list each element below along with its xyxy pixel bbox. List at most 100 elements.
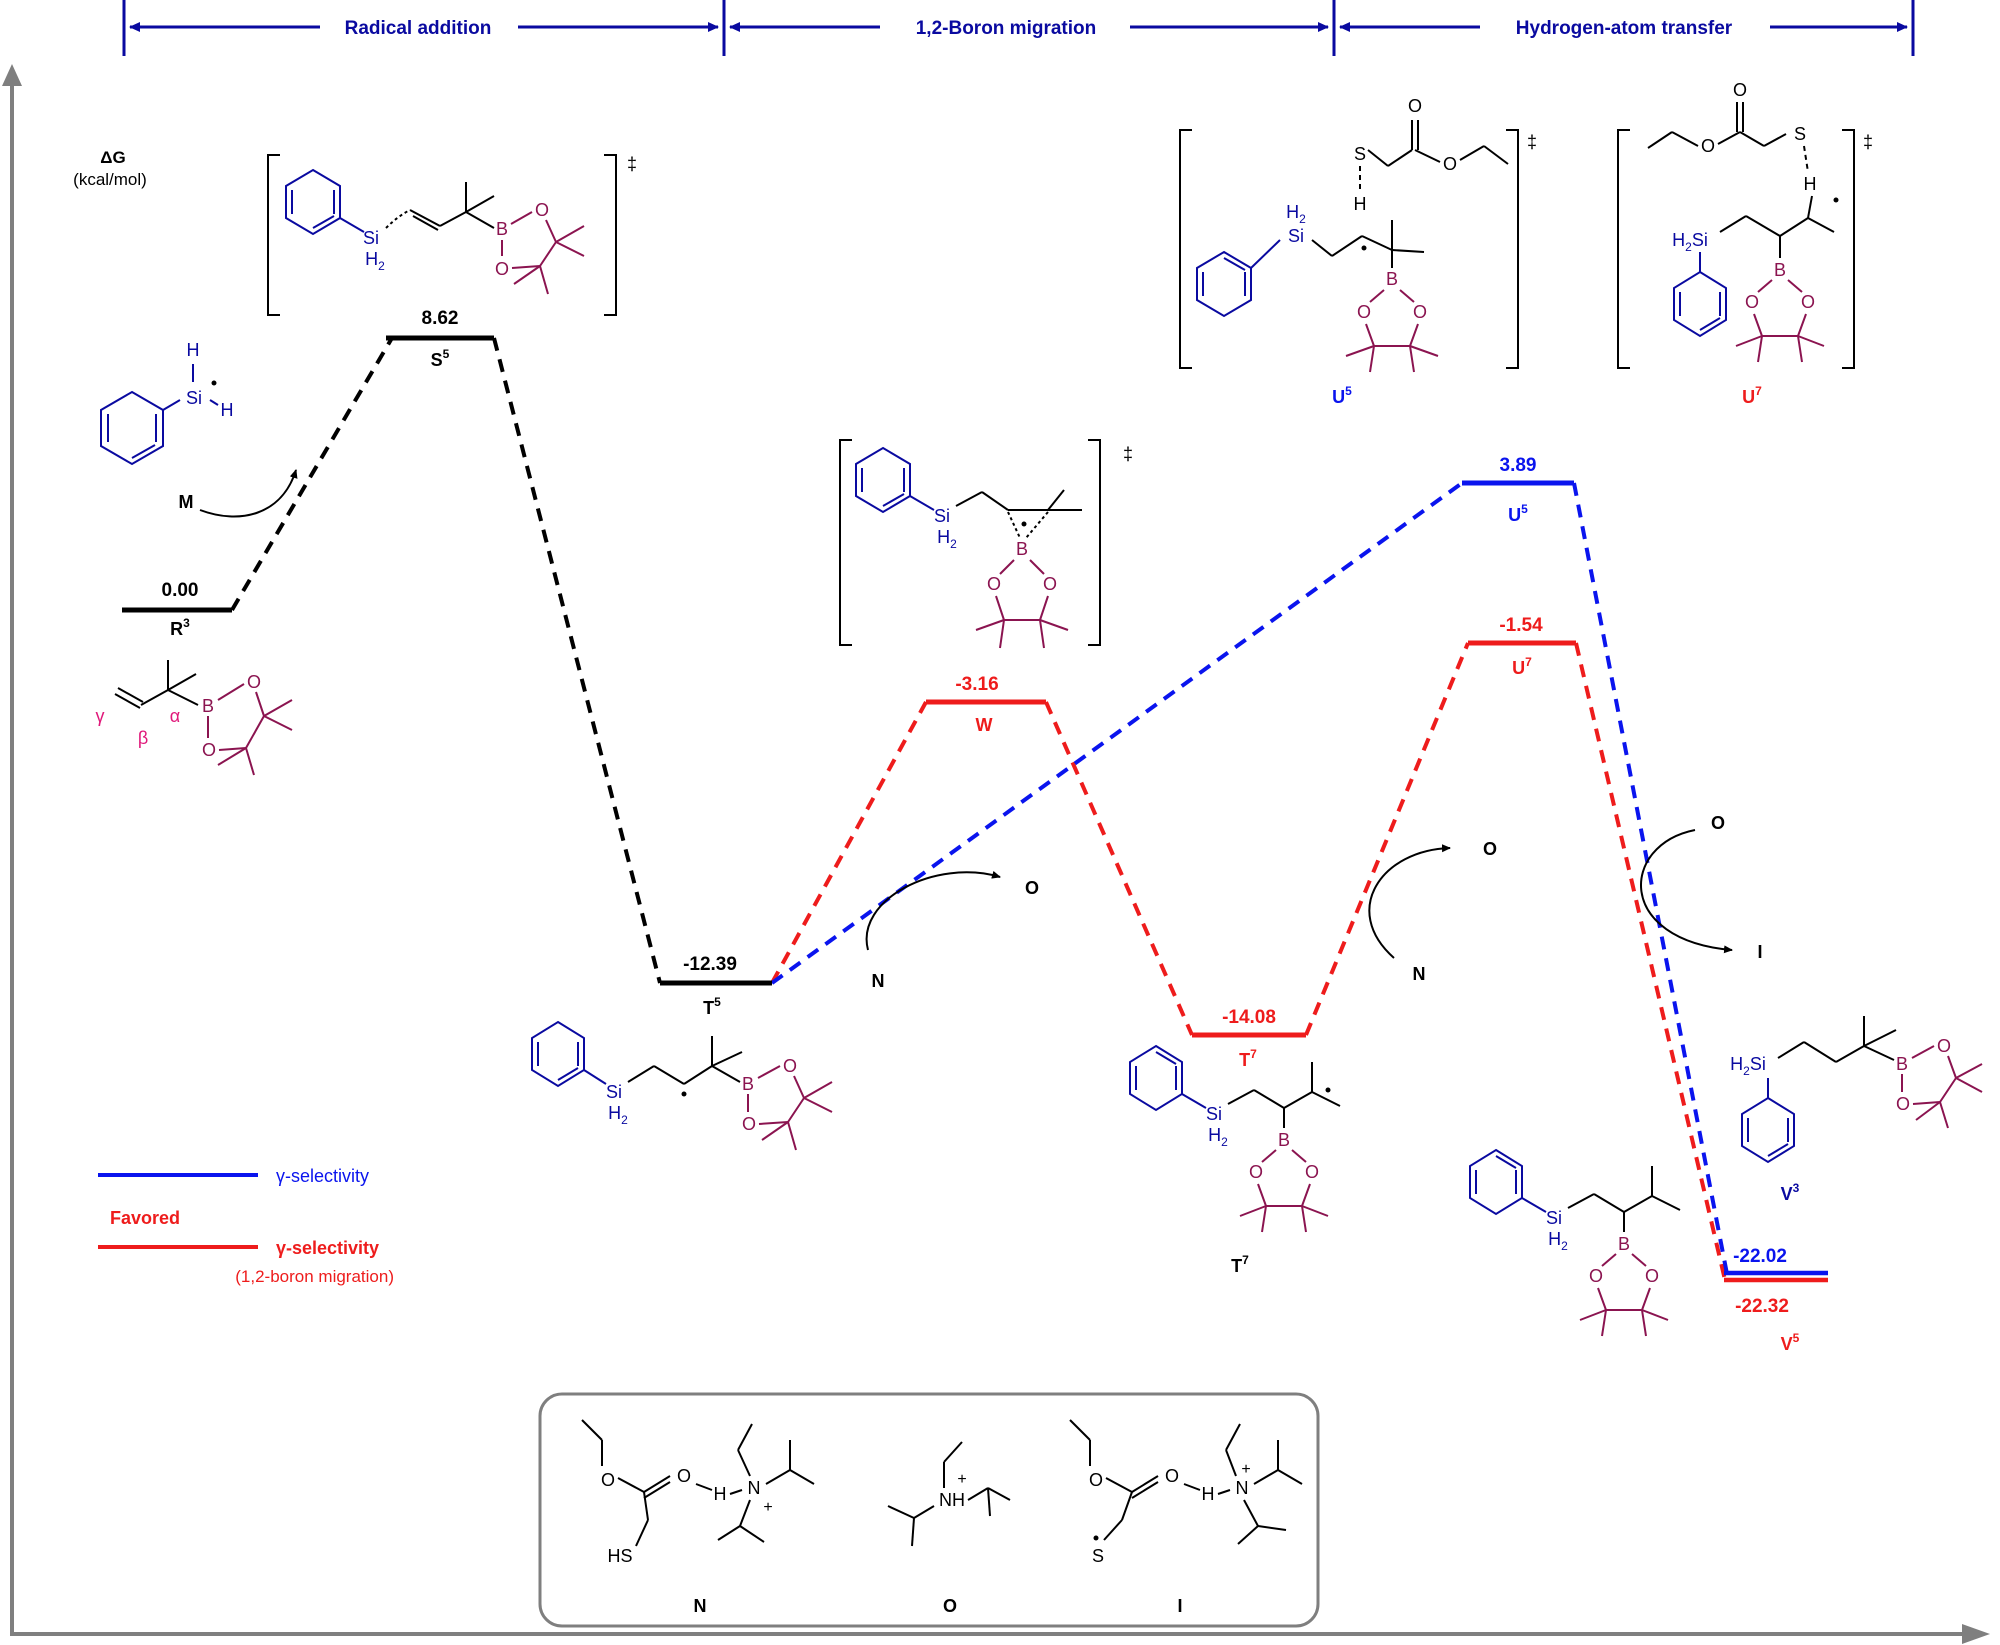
atom-h: H — [221, 400, 234, 420]
inset-label-i: I — [1177, 1596, 1182, 1616]
svg-text:T7: T7 — [1231, 1253, 1249, 1276]
atom-s: S — [1794, 124, 1806, 144]
level-s5-sup: 5 — [443, 347, 450, 361]
species-arrows: M N O N O O I — [179, 469, 1763, 991]
atom-n: N — [748, 1478, 761, 1498]
atom-o: O — [202, 740, 216, 760]
atom-si: Si — [1692, 230, 1708, 250]
species-i: I — [1757, 942, 1762, 962]
species-m: M — [179, 492, 194, 512]
svg-text:R3: R3 — [170, 616, 190, 639]
level-u7-sup: 7 — [1525, 655, 1532, 669]
structure-s5-ts: ‡ Si H2 B O O — [267, 154, 637, 316]
level-s5-value: 8.62 — [422, 308, 459, 329]
svg-text:U7: U7 — [1512, 655, 1532, 678]
atom-h2: H — [1672, 230, 1685, 250]
structure-silyl-radical: Si H H — [100, 340, 234, 466]
connector-lines — [230, 336, 1729, 1281]
level-u7-value: -1.54 — [1499, 615, 1543, 636]
atom-sub2: 2 — [1685, 240, 1692, 254]
atom-si: Si — [1288, 226, 1304, 246]
y-axis-arrowhead — [2, 64, 22, 86]
level-t5-sup: 5 — [714, 995, 721, 1009]
structure-u5-label: U — [1332, 387, 1345, 407]
svg-text:T5: T5 — [703, 995, 721, 1018]
species-n-1: N — [872, 971, 885, 991]
label-beta: β — [138, 728, 148, 748]
structure-u5-sup: 5 — [1345, 384, 1352, 398]
structure-v3-label: V — [1781, 1184, 1793, 1204]
ts-dagger: ‡ — [1527, 132, 1537, 152]
y-axis-label: ΔG — [100, 148, 125, 167]
atom-h: H — [187, 340, 200, 360]
legend: γ-selectivity Favored γ-selectivity (1,2… — [98, 1166, 394, 1286]
atom-h: H — [1354, 194, 1367, 214]
level-u5-value: 3.89 — [1500, 455, 1537, 476]
level-t5-label: T — [703, 998, 714, 1018]
atom-si: Si — [363, 228, 379, 248]
level-v3-value: -22.02 — [1733, 1246, 1787, 1267]
species-o-1: O — [1025, 878, 1039, 898]
level-u5: 3.89 U5 — [1462, 455, 1574, 525]
level-s5-label: S — [431, 350, 443, 370]
svg-text:H2Si: H2Si — [1730, 1054, 1766, 1078]
atom-sub2: 2 — [1743, 1064, 1750, 1078]
svg-text:H2: H2 — [608, 1103, 628, 1127]
structure-t7-sup: 7 — [1242, 1253, 1249, 1267]
atom-o: O — [1645, 1266, 1659, 1286]
atom-b: B — [1774, 260, 1786, 280]
structure-u5-ts: ‡ S O O H H2 Si B O O U5 — [1179, 96, 1537, 407]
atom-o: O — [1801, 292, 1815, 312]
svg-text:H2Si: H2Si — [1672, 230, 1708, 254]
atom-b: B — [1016, 539, 1028, 559]
level-v3-v5: -22.02 -22.32 V5 — [1724, 1246, 1828, 1354]
level-u5-sup: 5 — [1521, 502, 1528, 516]
svg-text:V5: V5 — [1781, 1331, 1800, 1354]
atom-b: B — [1896, 1054, 1908, 1074]
atom-h2: H — [365, 249, 378, 269]
atom-b: B — [496, 219, 508, 239]
level-u5-label: U — [1508, 505, 1521, 525]
atom-plus: + — [957, 1471, 966, 1488]
level-u7: -1.54 U7 — [1468, 615, 1576, 678]
level-t7-label: T — [1239, 1050, 1250, 1070]
level-u7-label: U — [1512, 658, 1525, 678]
level-w: -3.16 W — [926, 674, 1046, 735]
legend-gamma-selectivity: γ-selectivity — [276, 1166, 369, 1186]
atom-si: Si — [186, 388, 202, 408]
atom-o: O — [1701, 136, 1715, 156]
svg-text:H2: H2 — [1208, 1125, 1228, 1149]
level-v5-sup: 5 — [1793, 1331, 1800, 1345]
atom-o: O — [677, 1466, 691, 1486]
svg-text:H2: H2 — [365, 249, 385, 273]
level-t7-sup: 7 — [1250, 1047, 1257, 1061]
level-v5-label: V — [1781, 1334, 1793, 1354]
atom-o: O — [1043, 574, 1057, 594]
svg-text:H2: H2 — [1286, 202, 1306, 226]
ts-dagger: ‡ — [1123, 444, 1133, 464]
level-r3-value: 0.00 — [162, 580, 199, 601]
connector-u7-v5 — [1574, 642, 1727, 1281]
svg-text:U5: U5 — [1332, 384, 1352, 407]
connector-u5-v3 — [1572, 482, 1729, 1275]
atom-h2: H — [937, 527, 950, 547]
atom-h2: H — [1286, 202, 1299, 222]
atom-o: O — [1937, 1036, 1951, 1056]
atom-s: S — [1354, 144, 1366, 164]
atom-hs: HS — [607, 1546, 632, 1566]
atom-si: Si — [1750, 1054, 1766, 1074]
level-r3: 0.00 R3 — [122, 580, 232, 639]
atom-o: O — [535, 200, 549, 220]
atom-o: O — [1745, 292, 1759, 312]
connector-s5-t5 — [492, 337, 662, 984]
atom-si: Si — [934, 506, 950, 526]
atom-o: O — [1443, 154, 1457, 174]
phase-header: Radical addition 1,2-Boron migration Hyd… — [122, 0, 1915, 56]
atom-o: O — [783, 1056, 797, 1076]
structure-v5: Si H2 B O O — [1469, 1148, 1681, 1337]
connector-r3-s5 — [230, 336, 394, 612]
atom-si: Si — [606, 1082, 622, 1102]
atom-s: S — [1092, 1546, 1104, 1566]
atom-si: Si — [1546, 1208, 1562, 1228]
axes: ΔG (kcal/mol) — [2, 64, 1990, 1644]
